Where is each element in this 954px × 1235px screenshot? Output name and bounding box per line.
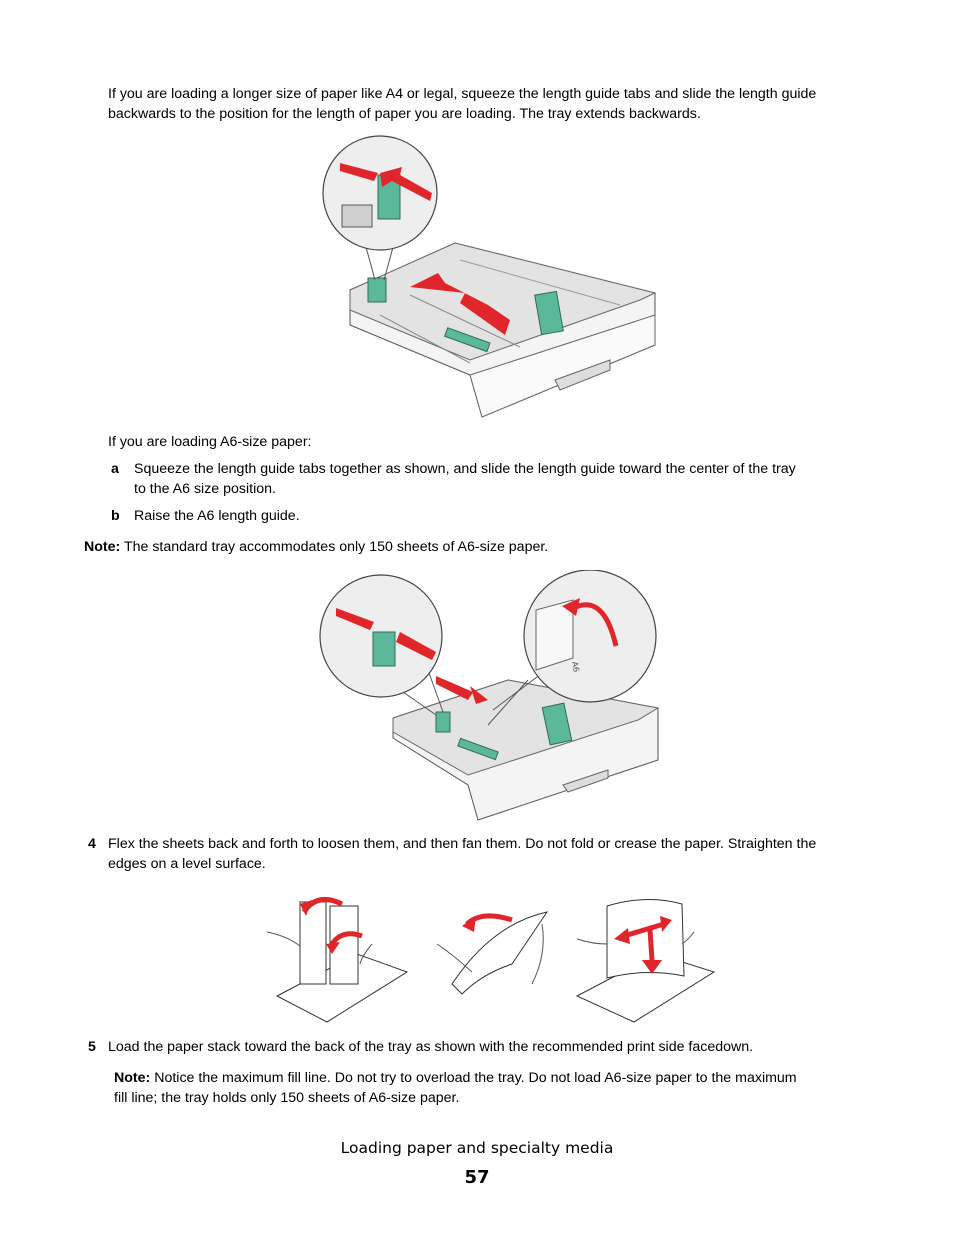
intro-line-1: If you are loading a longer size of pape… xyxy=(108,86,817,102)
a6-lead: If you are loading A6-size paper: xyxy=(108,434,312,450)
tray-length-guide-figure xyxy=(322,135,657,418)
a6-note-label: Note: xyxy=(84,539,121,555)
page-number: 57 xyxy=(464,1167,490,1188)
tray-a6-guide-figure: A6 xyxy=(319,570,660,821)
step-5-line-1: Load the paper stack toward the back of … xyxy=(108,1039,754,1055)
step-4-number: 4 xyxy=(88,836,96,852)
step-5-number: 5 xyxy=(88,1039,96,1055)
step-b-marker: b xyxy=(111,508,120,524)
a6-mark-text: A6 xyxy=(570,661,581,673)
step-5-note-line-1: Note: Notice the maximum fill line. Do n… xyxy=(114,1068,797,1088)
step-4-line-2: edges on a level surface. xyxy=(108,856,266,872)
intro-line-2: backwards to the position for the length… xyxy=(108,106,701,122)
step-a-line-2: to the A6 size position. xyxy=(134,481,276,497)
step-4-line-1: Flex the sheets back and forth to loosen… xyxy=(108,836,817,852)
step-a-line-1: Squeeze the length guide tabs together a… xyxy=(134,461,796,477)
step-5-note-text: Notice the maximum fill line. Do not try… xyxy=(154,1070,797,1086)
step-5-note-label: Note: xyxy=(114,1070,151,1086)
a6-note: Note: The standard tray accommodates onl… xyxy=(84,537,548,557)
step-5-note-line-2: fill line; the tray holds only 150 sheet… xyxy=(114,1090,460,1106)
footer-section-title: Loading paper and specialty media xyxy=(340,1139,614,1157)
paper-flex-fan-figure xyxy=(266,897,716,1023)
step-a-marker: a xyxy=(111,461,119,477)
a6-note-text: The standard tray accommodates only 150 … xyxy=(123,539,549,555)
step-b-line-1: Raise the A6 length guide. xyxy=(134,508,300,524)
